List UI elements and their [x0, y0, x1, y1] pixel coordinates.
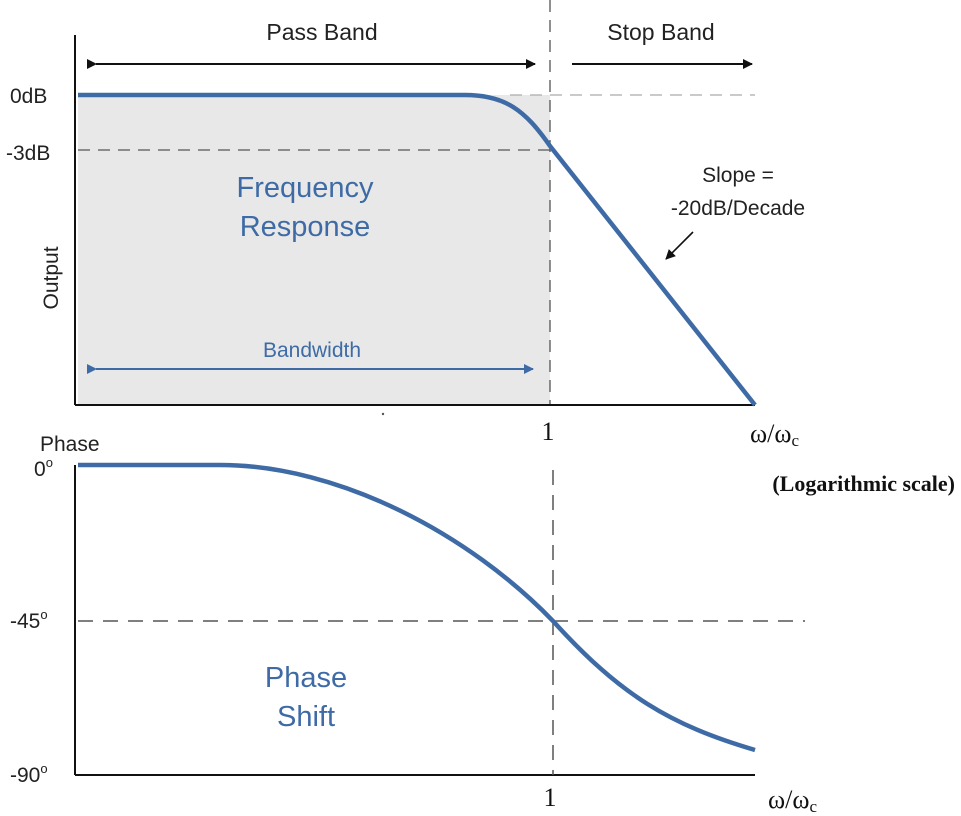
frequency-response-line1: Frequency — [236, 172, 374, 204]
passband-shade — [78, 95, 550, 405]
top-x-tick-1: 1 — [542, 417, 555, 446]
passband-label: Pass Band — [266, 19, 377, 45]
bottom-x-tick-1: 1 — [544, 783, 557, 812]
log-scale-note: (Logarithmic scale) — [772, 471, 955, 496]
output-axis-label: Output — [40, 246, 63, 309]
minus3db-tick-label: -3dB — [6, 142, 50, 165]
bottom-x-unit: ω/ωc — [768, 785, 817, 816]
phase-axis-label: Phase — [40, 433, 100, 456]
zero-deg-tick-label: 0o — [34, 455, 53, 481]
phase-curve — [78, 462, 756, 753]
stopband-label: Stop Band — [607, 19, 714, 45]
phase-shift-line1: Phase — [265, 662, 347, 694]
magnitude-curve — [78, 92, 757, 407]
minus45-tick-label: -45o — [10, 607, 48, 633]
minus90-tick-label: -90o — [10, 761, 48, 787]
top-x-unit: ω/ωc — [750, 419, 799, 450]
zero-db-tick-label: 0dB — [10, 85, 47, 108]
bandwidth-label: Bandwidth — [263, 339, 361, 362]
slope-label-line2: -20dB/Decade — [671, 197, 805, 220]
frequency-response-line2: Response — [240, 211, 371, 243]
stray-dot — [381, 412, 385, 416]
slope-label-line1: Slope = — [702, 164, 774, 187]
slope-arrow — [665, 231, 694, 260]
phase-shift-line2: Shift — [277, 701, 335, 733]
